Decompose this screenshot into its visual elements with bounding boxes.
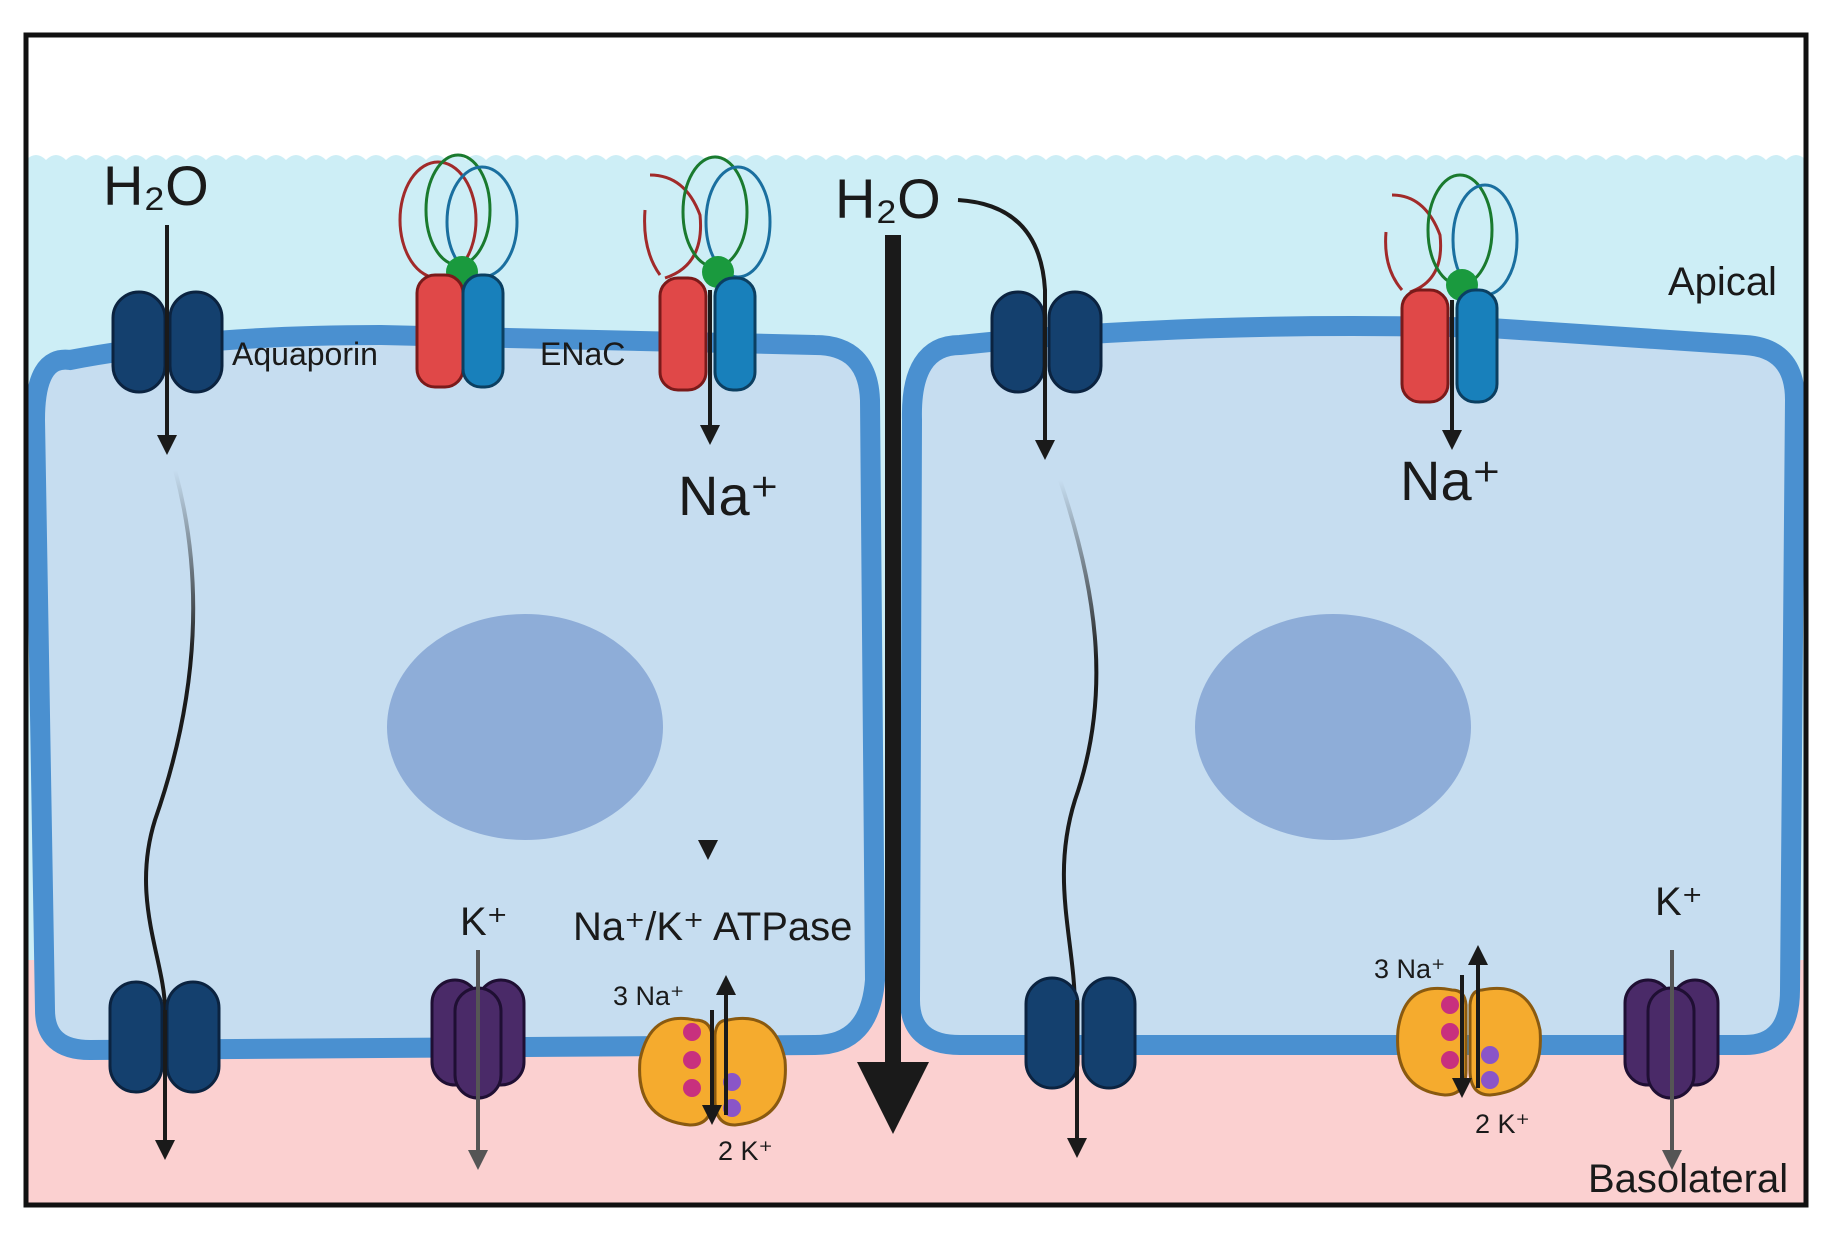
labels: H₂O H₂O Aquaporin ENaC Na⁺ Na⁺ Na⁺/K⁺ AT… xyxy=(103,154,1788,1201)
apical-water-surface xyxy=(26,155,1806,165)
label-na-right: Na⁺ xyxy=(1400,449,1501,512)
water-path-left xyxy=(143,469,196,1011)
k-channel-right xyxy=(1623,950,1720,1170)
na-k-atpase-left xyxy=(638,975,787,1127)
enac-channel-right xyxy=(1384,173,1519,450)
k-channel-left xyxy=(430,950,526,1170)
aquaporin-basolateral-left xyxy=(108,980,221,1160)
label-na-left: Na⁺ xyxy=(678,464,779,527)
label-apical: Apical xyxy=(1668,260,1777,304)
label-basolateral: Basolateral xyxy=(1588,1157,1788,1201)
water-path-right xyxy=(1058,479,1099,1011)
aquaporin-apical-left xyxy=(111,225,224,455)
cell-left xyxy=(24,324,886,1061)
aquaporin-basolateral-right xyxy=(1024,976,1137,1158)
na-k-atpase-right xyxy=(1396,945,1542,1098)
water-paths xyxy=(143,469,1099,1011)
label-h2o-left: H₂O xyxy=(103,154,209,217)
enac-channel-left-1 xyxy=(398,153,519,389)
cell-right xyxy=(899,316,1806,1055)
label-3na-right: 3 Na⁺ xyxy=(1374,954,1445,984)
label-k-right: K⁺ xyxy=(1655,880,1703,924)
label-enac: ENaC xyxy=(540,336,625,372)
enac-channel-left-2 xyxy=(643,155,772,445)
label-aquaporin: Aquaporin xyxy=(232,336,378,372)
nucleus-left xyxy=(387,614,663,840)
label-2k-right: 2 K⁺ xyxy=(1475,1109,1530,1139)
label-k-left: K⁺ xyxy=(460,900,508,944)
label-h2o-center: H₂O xyxy=(835,167,941,230)
nucleus-right xyxy=(1195,614,1471,840)
label-3na-left: 3 Na⁺ xyxy=(613,981,684,1011)
aquaporin-apical-right xyxy=(957,198,1103,460)
label-atpase: Na⁺/K⁺ ATPase xyxy=(573,905,852,949)
label-2k-left: 2 K⁺ xyxy=(718,1136,773,1166)
figure-frame xyxy=(23,32,1809,1208)
